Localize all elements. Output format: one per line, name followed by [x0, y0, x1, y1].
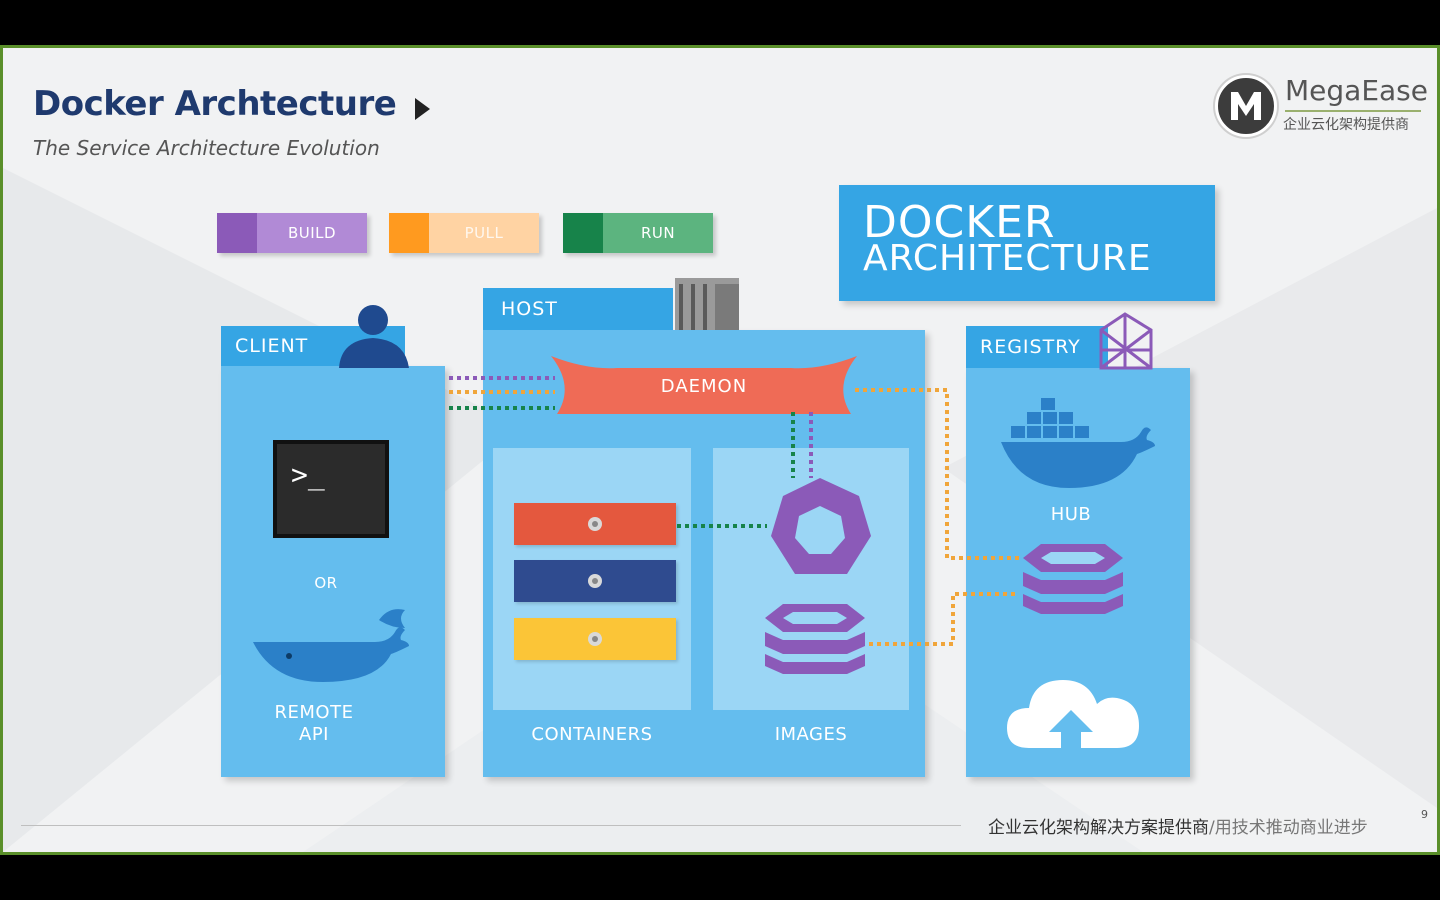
image-stack-icon	[765, 604, 865, 674]
images-label: IMAGES	[774, 724, 848, 745]
gear-icon	[588, 517, 602, 531]
container-yellow	[514, 618, 676, 660]
container-navy	[514, 560, 676, 602]
logo-name: MegaEase	[1285, 74, 1428, 107]
container-red	[514, 503, 676, 545]
containers-label: CONTAINERS	[531, 724, 653, 745]
legend-build: BUILD	[217, 213, 367, 253]
daemon-shape	[551, 356, 857, 414]
legend-run-swatch	[563, 213, 603, 253]
host-header: HOST	[483, 288, 673, 330]
registry-lattice-icon	[1099, 312, 1153, 370]
slide-subtitle: The Service Architecture Evolution	[33, 136, 380, 160]
gear-icon	[588, 632, 602, 646]
docker-heading-line2: ARCHITECTURE	[863, 238, 1152, 279]
legend-build-swatch	[217, 213, 257, 253]
connector-lines	[449, 376, 1019, 646]
hub-label: HUB	[1050, 504, 1092, 525]
pull-line-daemon-hub	[855, 388, 1019, 560]
footer-tail: /用技术推动商业进步	[1209, 818, 1368, 838]
letterbox-bottom	[0, 855, 1440, 900]
docker-architecture-card: DOCKER ARCHITECTURE	[839, 185, 1215, 301]
cloud-upload-icon	[1007, 680, 1139, 748]
gear-icon	[588, 574, 602, 588]
footer-main: 企业云化架构解决方案提供商	[988, 818, 1209, 838]
footer-text: 企业云化架构解决方案提供商/用技术推动商业进步	[988, 813, 1368, 838]
remote-label-line1: REMOTE	[274, 702, 354, 723]
legend-pull-swatch	[389, 213, 429, 253]
slide: Docker Archtecture The Service Architect…	[0, 45, 1440, 855]
hub-whale-icon	[1001, 398, 1155, 488]
legend-run-label: RUN	[603, 213, 713, 253]
logo-tagline: 企业云化架构提供商	[1283, 117, 1409, 133]
client-or-text: OR	[314, 574, 338, 592]
terminal-prompt: >_	[291, 458, 325, 491]
page-number: 9	[1421, 808, 1428, 821]
daemon-label: DAEMON	[660, 376, 748, 397]
docker-heading-line1: DOCKER	[863, 197, 1056, 248]
megaease-logo-icon	[1215, 75, 1277, 137]
registry-image-stack-icon	[1023, 544, 1123, 614]
remote-api-label: REMOTE API	[221, 702, 407, 746]
logo-divider	[1285, 110, 1421, 112]
play-icon[interactable]	[415, 98, 430, 120]
legend-pull: PULL	[389, 213, 539, 253]
pull-line-hub-image	[865, 592, 1015, 646]
remote-label-line2: API	[299, 724, 329, 745]
registry-header: REGISTRY	[966, 326, 1108, 368]
docker-whale-icon	[253, 609, 409, 682]
slide-title: Docker Archtecture	[33, 84, 397, 124]
user-icon	[339, 305, 409, 368]
legend-pull-label: PULL	[429, 213, 539, 253]
footer-divider	[21, 825, 961, 826]
server-icon	[675, 278, 739, 330]
client-panel	[221, 366, 445, 777]
terminal-icon: >_	[273, 440, 389, 538]
legend-run: RUN	[563, 213, 713, 253]
letterbox-top	[0, 0, 1440, 45]
legend-build-label: BUILD	[257, 213, 367, 253]
image-octagon-icon	[771, 478, 871, 574]
